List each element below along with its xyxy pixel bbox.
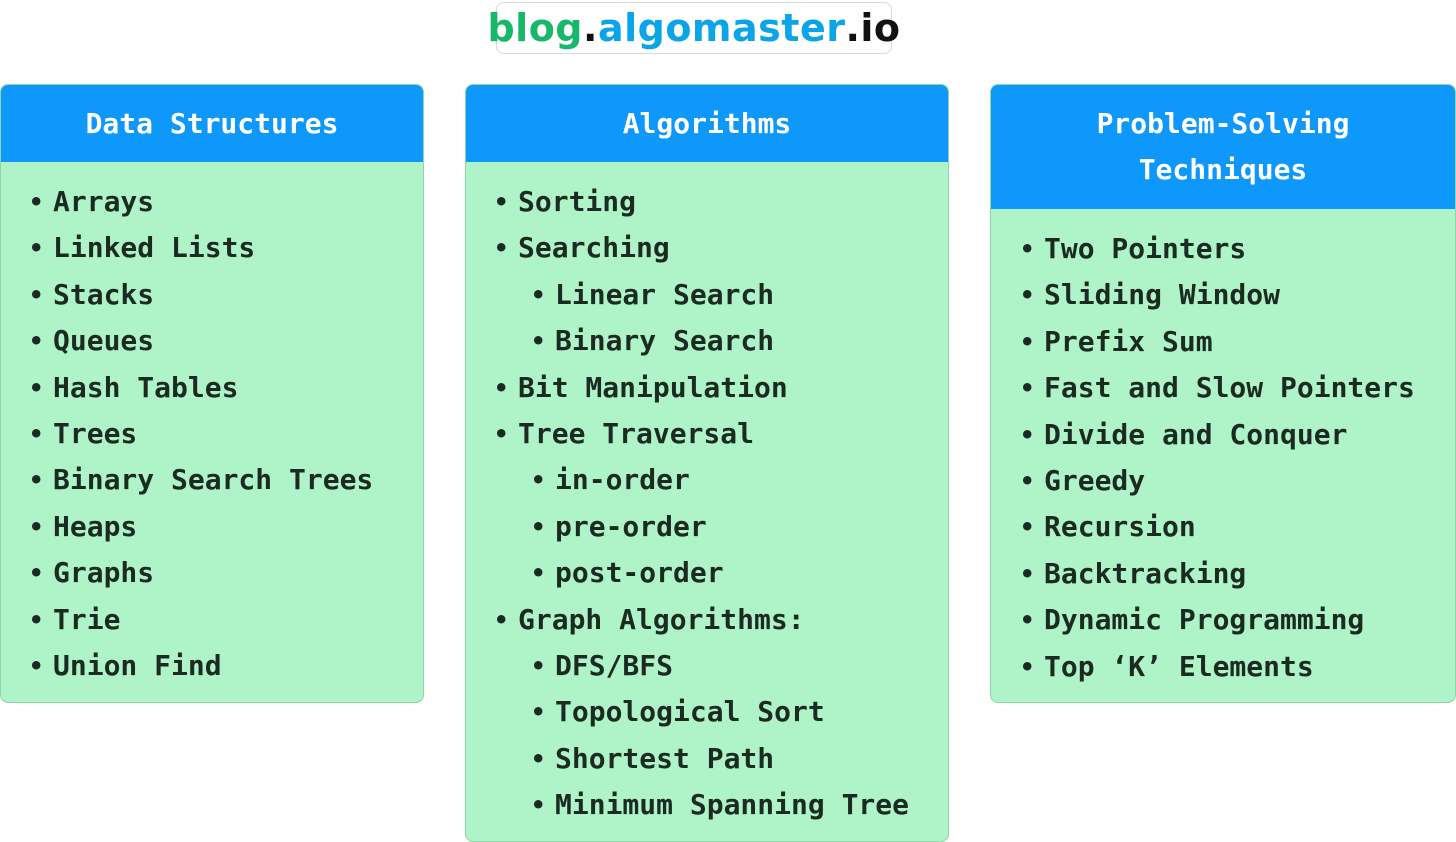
list-item: Hash Tables — [29, 365, 423, 412]
list-item: Searching — [494, 225, 948, 272]
list-item: Greedy — [1020, 458, 1455, 505]
list-item: Backtracking — [1020, 551, 1455, 598]
list-item: Prefix Sum — [1020, 319, 1455, 366]
list-item: Fast and Slow Pointers — [1020, 365, 1455, 412]
logo-algomaster: algomaster — [597, 6, 846, 50]
list-item: Bit Manipulation — [494, 365, 948, 412]
list-item: Graph Algorithms: — [494, 597, 948, 644]
list-item: Heaps — [29, 504, 423, 551]
sub-list-item: Linear Search — [518, 272, 948, 319]
blog-logo: blog.algomaster.io — [487, 2, 900, 54]
sub-list-item: Topological Sort — [518, 689, 948, 736]
list-item: Two Pointers — [1020, 226, 1455, 273]
data-structures-card: Data Structures Arrays Linked Lists Stac… — [0, 84, 424, 703]
sub-list-item: in-order — [518, 457, 948, 504]
list-item: Graphs — [29, 550, 423, 597]
algorithms-card: Algorithms Sorting Searching Linear Sear… — [465, 84, 949, 842]
topic-list: Two Pointers Sliding Window Prefix Sum F… — [991, 209, 1455, 690]
list-item: Linked Lists — [29, 225, 423, 272]
list-item: Dynamic Programming — [1020, 597, 1455, 644]
list-item: Top ‘K’ Elements — [1020, 644, 1455, 691]
list-item: Recursion — [1020, 504, 1455, 551]
card-title-line2: Techniques — [1138, 153, 1308, 186]
sub-list-item: DFS/BFS — [518, 643, 948, 690]
card-title: Algorithms — [466, 85, 948, 162]
card-title-line1: Problem-Solving — [1096, 107, 1350, 140]
card-title: Data Structures — [1, 85, 423, 162]
topic-list: Sorting Searching Linear Search Binary S… — [466, 162, 948, 829]
list-item: Tree Traversal — [494, 411, 948, 458]
sub-list-item: Minimum Spanning Tree — [518, 782, 948, 829]
list-item: Arrays — [29, 179, 423, 226]
list-item: Queues — [29, 318, 423, 365]
topic-list: Arrays Linked Lists Stacks Queues Hash T… — [1, 162, 423, 690]
logo-dot: . — [583, 6, 598, 50]
problem-solving-card: Problem-Solving Techniques Two Pointers … — [990, 84, 1456, 703]
sub-list-item: Binary Search — [518, 318, 948, 365]
list-item: Divide and Conquer — [1020, 412, 1455, 459]
list-item: Trees — [29, 411, 423, 458]
list-item: Binary Search Trees — [29, 457, 423, 504]
logo-dot: . — [845, 6, 861, 50]
list-item: Union Find — [29, 643, 423, 690]
list-item: Sliding Window — [1020, 272, 1455, 319]
list-item: Trie — [29, 597, 423, 644]
logo-io: io — [860, 6, 901, 50]
logo-blog: blog — [487, 6, 584, 50]
list-item: Sorting — [494, 179, 948, 226]
sub-list-item: post-order — [518, 550, 948, 597]
sub-list-item: pre-order — [518, 504, 948, 551]
card-title: Problem-Solving Techniques — [991, 85, 1455, 209]
list-item: Stacks — [29, 272, 423, 319]
sub-list-item: Shortest Path — [518, 736, 948, 783]
